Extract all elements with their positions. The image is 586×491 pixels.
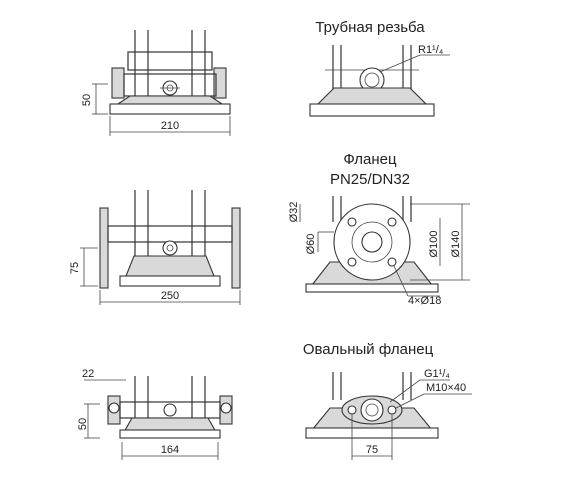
bolt-hole [347,405,357,415]
bolt-hole [387,405,397,415]
dim-height-label: 50 [81,94,93,106]
bolt-head [220,402,232,414]
threaded-front-view: R1¹/₄ [309,44,450,117]
holes-label: 4×Ø18 [408,295,441,307]
section-oval-flange: 22 50 164 Овальный фланец G1¹/₄ [77,341,472,460]
bolt-label: M10×40 [426,382,466,394]
oval-side-view: 22 50 164 [77,368,233,460]
dim-width-label: 210 [161,120,179,132]
dia-140-label: Ø140 [450,231,462,258]
dim-top-label: 22 [82,368,94,380]
section-threaded: 50 210 Трубная резьба R1¹/₄ [81,19,450,136]
dia-100-label: Ø100 [428,231,440,258]
dim-bolt-label: 75 [366,444,378,456]
dia-32-label: Ø32 [288,202,300,223]
bolt-hole [387,257,397,267]
section-flange: 75 250 Фланец PN25/DN32 Ø32 [69,151,470,307]
bolt-hole [387,217,397,227]
dim-height-label: 75 [69,262,81,274]
bolt-head [108,402,120,414]
section-title-threaded: Трубная резьба [315,19,425,36]
dim-width-label: 250 [161,290,179,302]
dim-height-label: 50 [77,418,89,430]
flange-front-view: Ø32 Ø60 Ø100 Ø140 4×Ø18 [288,196,470,307]
section-title-oval: Овальный фланец [303,341,434,358]
dim-width-label: 164 [161,444,179,456]
flange-side-view: 75 250 [69,190,241,305]
threaded-side-view: 50 210 [81,30,231,136]
section-title-flange-2: PN25/DN32 [330,171,410,188]
dia-60-label: Ø60 [305,234,317,255]
thread-label: G1¹/₄ [424,368,450,380]
port-circle [162,240,178,256]
bolt-hole [347,217,357,227]
port-circle [163,403,177,417]
section-title-flange-1: Фланец [343,151,397,168]
thread-label: R1¹/₄ [418,44,444,56]
bolt-hole [347,257,357,267]
oval-front-view: G1¹/₄ M10×40 75 [305,368,472,460]
